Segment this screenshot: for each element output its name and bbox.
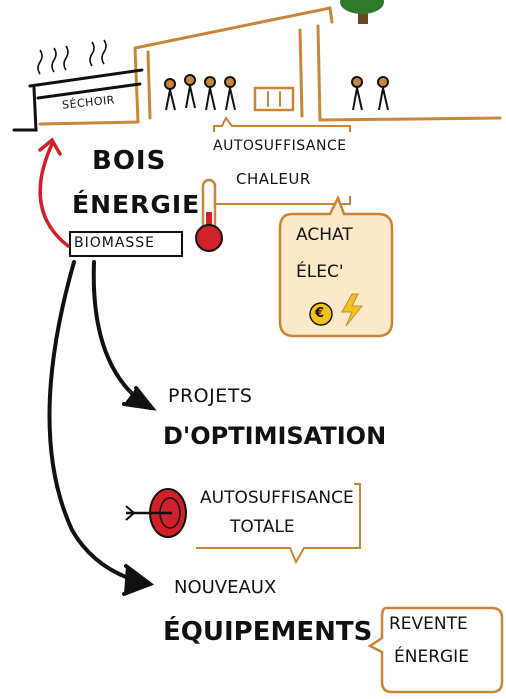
building-icon [38, 6, 502, 126]
euro-coin-icon [309, 302, 333, 326]
lightning-icon [341, 293, 364, 327]
label-projets-line2: d'optimisation [163, 422, 387, 450]
thermometer-icon [195, 178, 223, 252]
biomasse-box [69, 231, 183, 257]
label-projets-line1: Projets [168, 385, 253, 407]
euro-symbol: € [315, 306, 325, 321]
label-achat-elec-line2: Élec' [296, 262, 344, 282]
steam-icon [37, 39, 107, 75]
tree-icon [340, 0, 384, 24]
target-icon [125, 488, 187, 538]
label-nouveaux-line1: Nouveaux [174, 577, 277, 598]
label-autosuffisance-chaleur-line1: Autosuffisance [213, 138, 347, 154]
label-achat-elec-line1: Achat [296, 225, 353, 245]
arrow-icon [47, 260, 157, 596]
label-autosuffisance-chaleur-line2: Chaleur [236, 170, 311, 188]
bubble-autosuffisance-totale [196, 483, 361, 565]
label-biomasse: Biomasse [74, 235, 156, 251]
label-autosuffisance-totale-line1: Autosuffisance [200, 488, 354, 508]
bubble-autosuffisance-chaleur [213, 116, 351, 205]
sechoir-shelter-icon [12, 68, 144, 132]
label-revente-line2: Énergie [394, 647, 469, 667]
bubble-achat-elec [278, 194, 394, 338]
label-revente-line1: Revente [389, 614, 468, 634]
red-return-arrow-icon [38, 137, 70, 248]
bubble-revente-energie [367, 606, 504, 694]
people-icon [164, 74, 389, 111]
label-autosuffisance-totale-line2: Totale [230, 517, 295, 537]
label-energie: Énergie [72, 190, 201, 219]
label-bois: Bois [92, 146, 167, 176]
label-nouveaux-line2: Équipements [163, 617, 373, 647]
